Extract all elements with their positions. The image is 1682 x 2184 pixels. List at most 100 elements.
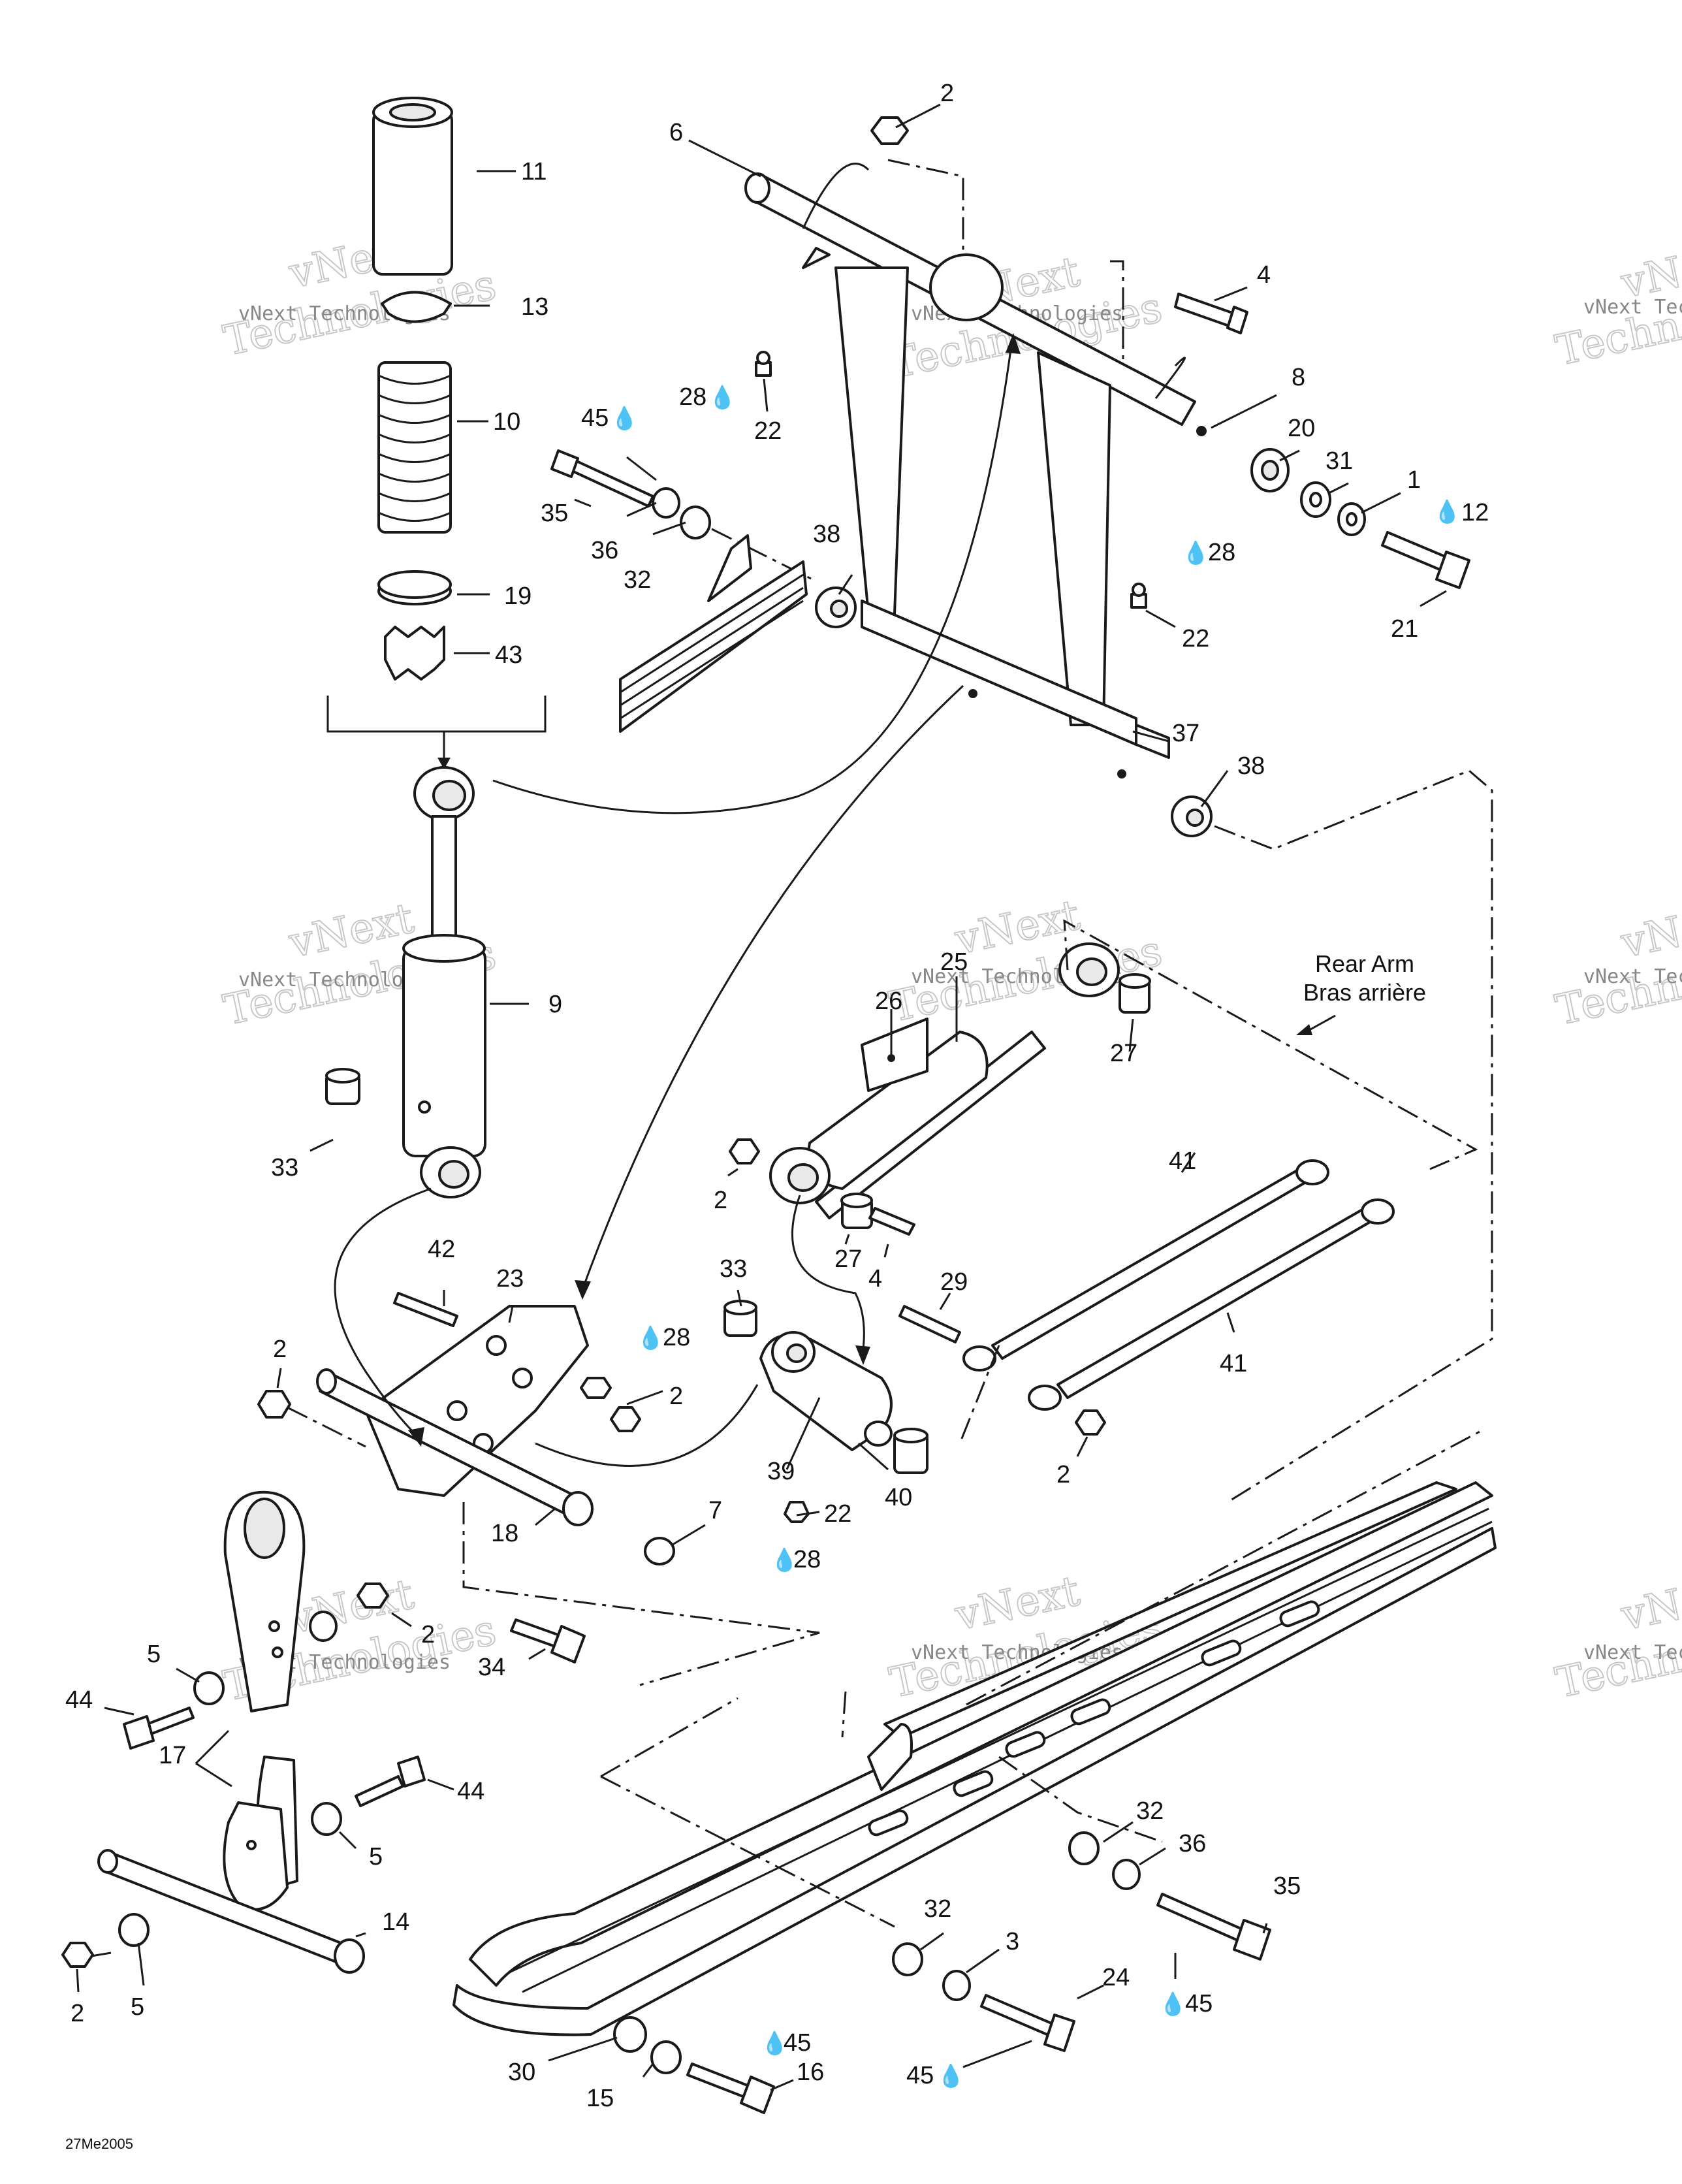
callout-43: 43 [495,641,522,669]
callout-22b: 22 [1182,625,1209,652]
bolt-4-head [1226,306,1248,334]
shaft-18 [316,1368,594,1526]
washer-32c [892,1942,923,1976]
curve-shock-to-bracket [334,1187,432,1438]
spacer-33a [325,1068,360,1105]
callout-36b: 36 [1179,1830,1206,1857]
spring-clip-13 [381,291,452,323]
grease-fitting-22b [1130,583,1147,609]
diagram-code: 27Me2005 [65,2136,133,2152]
bolt-35-top [550,449,654,507]
callout-14: 14 [382,1908,409,1936]
callout-45a: 45 [581,404,609,432]
callout-22a: 22 [754,417,782,445]
oil-drop-icon: 💧 [708,385,736,411]
ski [452,1481,1497,2036]
callout-19: 19 [504,583,532,610]
callout-4b: 4 [868,1265,882,1293]
oil-drop-icon: 💧 [1159,1991,1186,2017]
stack-bracket [326,696,547,758]
spacer-40 [893,1428,928,1474]
callout-30: 30 [508,2059,535,2086]
nut-2-top [870,116,909,145]
nut-2-rod [1075,1409,1106,1436]
callout-15: 15 [586,2085,614,2112]
watermark-line1: vNext [1617,894,1682,968]
arrow-head [408,1427,424,1447]
callout-26: 26 [875,988,902,1015]
callout-38b: 38 [1237,752,1265,780]
rocker-39 [759,1331,893,1451]
callout-20: 20 [1288,415,1315,442]
oil-drop-icon: 💧 [937,2063,964,2089]
arrow-head [437,758,451,769]
callout-2-bottom: 2 [71,2000,84,2027]
callout-45c: 45 [906,2062,934,2089]
callout-29: 29 [940,1268,968,1296]
washer-2-ski [309,1611,338,1642]
callout-12: 12 [1461,499,1489,526]
callout-3: 3 [1006,1928,1019,1955]
washer-15 [650,2040,682,2074]
callout-39: 39 [767,1458,795,1485]
callout-41b: 41 [1220,1350,1247,1377]
callout-33a: 33 [271,1154,298,1181]
dash-rear-arm-top [1063,919,1478,1170]
rear-arm-arrowhead [1296,1024,1312,1035]
watermark-small: vNext Technologies [1583,296,1682,319]
grease-fitting-22a [755,351,772,377]
bolt-24 [980,1994,1075,2052]
callout-28c: 28 [663,1324,690,1351]
dash-nut-2-left [287,1406,366,1448]
callout-28b: 28 [1208,539,1235,566]
callout-13: 13 [521,293,548,321]
callout-2-ski: 2 [421,1621,435,1648]
bushing-38a [815,586,857,628]
link-rod-41b [1028,1198,1395,1411]
callout-2-left: 2 [273,1336,287,1363]
washer-32-top [680,506,711,539]
washer-36-top [652,487,680,519]
bolt-44-left [123,1707,195,1750]
callout-28a: 28 [679,383,706,411]
dash-2-top [887,159,964,255]
callout-34: 34 [478,1654,505,1681]
dash-rod [959,1345,1000,1444]
leader-lines [76,103,1447,2091]
callout-6: 6 [669,119,683,146]
bracket-23 [364,1305,589,1497]
callout-45b: 45 [784,2029,811,2057]
callout-2-bracket: 2 [669,1383,683,1410]
bolt-42 [393,1292,458,1327]
callout-18: 18 [491,1520,518,1547]
callout-8: 8 [1292,364,1305,391]
nut-2-shock [729,1138,760,1164]
callout-33b: 33 [720,1255,747,1283]
washer-1 [1337,502,1366,536]
callout-35b: 35 [1273,1872,1301,1900]
bolt-35-bottom [1156,1893,1271,1961]
bolt-34 [510,1618,586,1663]
callout-7: 7 [708,1497,722,1524]
rear-arm-arrow [1305,1014,1336,1033]
dash-ski-left [600,1697,895,1928]
dash-front-arm-right [1214,769,1493,1503]
bushing-20 [1250,448,1290,492]
ski-leg-top [619,534,808,733]
grease-fitting-22c [784,1501,810,1523]
bolt-29 [898,1305,961,1343]
callout-28d: 28 [793,1546,821,1573]
watermark-small: vNext Technologies [1583,965,1682,988]
bolt-44-right [355,1756,426,1807]
callout-27a: 27 [1110,1040,1137,1067]
adjuster-cam-43 [384,626,445,681]
callout-2-top: 2 [940,80,954,107]
washer-7 [644,1537,675,1566]
callout-23: 23 [496,1265,524,1293]
callout-27b: 27 [834,1245,862,1273]
washer-3 [942,1970,971,2001]
spindle-14 [97,1849,365,1974]
callout-5b: 5 [369,1843,383,1871]
nut-2-bottom [61,1942,94,1968]
nut-2-ski [357,1582,389,1609]
